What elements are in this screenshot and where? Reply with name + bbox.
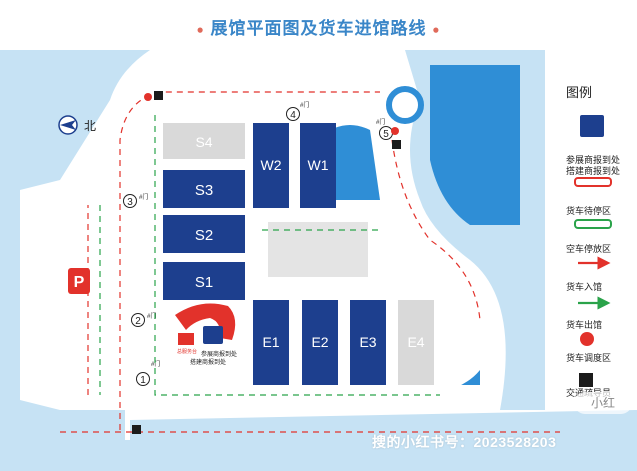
hall-s2-label: S2 [195, 227, 213, 244]
title-dot-left: ● [196, 22, 205, 37]
compass-label: 北 [84, 119, 96, 133]
hall-e1-label: E1 [262, 334, 279, 350]
gate-3-icon [123, 194, 137, 208]
gate-3-number: 3 [127, 197, 133, 208]
hall-e4-label: E4 [407, 334, 424, 350]
hall-e4 [398, 300, 434, 385]
hall-w1-label: W1 [308, 157, 329, 173]
central-plaza [268, 222, 368, 277]
gate-4: 4 #门 [286, 101, 309, 121]
legend-title: 图例 [566, 85, 593, 100]
traffic-police-icon-north [154, 91, 163, 100]
gate-2: 2 #门 [131, 312, 156, 327]
legend-item-registration: 参展商报到处 搭建商报到处 [566, 155, 634, 177]
hall-s2 [163, 215, 245, 253]
water-area [0, 50, 150, 430]
legend-item-truck-exit: 货车出馆 [566, 320, 603, 330]
gate-4-label: #门 [300, 101, 309, 109]
registration-line1: 参展商报到处 [201, 350, 237, 358]
hall-w2-label: W2 [261, 157, 282, 173]
legend-item-empty-parking: 空车停放区 [566, 244, 612, 254]
gate-5-number: 5 [383, 129, 389, 140]
traffic-police-icon-south [132, 425, 141, 434]
dispatch-area-icon-north [144, 93, 152, 101]
legend: 图例 参展商报到处 搭建商报到处 货车待停区 空车停放区 货车入馆 货车出馆 货… [566, 82, 634, 405]
watermark-badge: 小红 [574, 392, 632, 414]
hall-e3-label: E3 [359, 334, 376, 350]
hall-s1 [163, 262, 245, 300]
gate-1: 1 #门 [136, 360, 160, 386]
compass: 北 [58, 115, 96, 135]
legend-item-dispatch: 货车调度区 [566, 353, 612, 363]
hall-s4 [163, 123, 245, 159]
parking-icon [68, 268, 90, 294]
gate-1-label: #门 [151, 360, 160, 368]
water-inner [330, 125, 380, 200]
gate-3: 3 #门 [123, 193, 148, 208]
watermark: 搜的小红书号：2023528203 [372, 434, 557, 450]
registration-line2: 搭建商报到处 [190, 358, 226, 366]
registration-sign-text: 总服务台 [177, 348, 197, 355]
map-title: ● 展馆平面图及货车进馆路线 ● [0, 14, 637, 39]
legend-item-registration-line2: 搭建商报到处 [566, 166, 621, 176]
title-dot-right: ● [432, 22, 441, 37]
hall-e3 [350, 300, 386, 385]
hall-w2 [253, 123, 289, 208]
gate-5-label: #门 [376, 118, 385, 126]
gate-1-icon [136, 372, 150, 386]
truck-exit-routes [99, 115, 440, 396]
hall-s3 [163, 170, 245, 208]
gate-3-label: #门 [139, 193, 148, 201]
legend-empty-truck-parking-icon [574, 219, 612, 229]
hall-e2 [302, 300, 338, 385]
legend-dispatch-area-icon [580, 332, 594, 346]
gate-4-number: 4 [290, 110, 296, 121]
parking-label: P [74, 274, 85, 291]
hall-s1-label: S1 [195, 274, 213, 291]
gate-2-number: 2 [135, 316, 141, 327]
gate-4-icon [286, 107, 300, 121]
roundabout [386, 86, 424, 124]
gate-2-icon [131, 313, 145, 327]
registration-icon [203, 326, 223, 344]
hall-e2-label: E2 [311, 334, 328, 350]
water-area-bottom [130, 410, 637, 471]
hall-s3-label: S3 [195, 182, 213, 199]
dispatch-area-icon-east [391, 127, 399, 135]
legend-traffic-police-icon [579, 373, 593, 387]
hall-e1 [253, 300, 289, 385]
legend-truck-waiting-icon [574, 177, 612, 187]
hall-s4-label: S4 [195, 134, 212, 150]
compass-needle-icon [60, 120, 76, 130]
hall-w1 [300, 123, 336, 208]
lake-right [430, 65, 520, 225]
legend-registration-icon [580, 115, 604, 137]
gate-1-number: 1 [140, 375, 146, 386]
gate-2-label: #门 [147, 312, 156, 320]
map-title-text: 展馆平面图及货车进馆路线 [210, 19, 427, 38]
legend-item-truck-waiting: 货车待停区 [566, 206, 612, 216]
exit-route-inner-ring [154, 115, 440, 396]
water-area-left-bottom [0, 420, 130, 471]
traffic-police-icon-east [392, 140, 401, 149]
registration-sign-icon [178, 333, 194, 345]
entry-route-east [391, 139, 481, 321]
legend-item-registration-line1: 参展商报到处 [566, 155, 621, 165]
legend-item-truck-entry: 货车入馆 [566, 282, 603, 292]
